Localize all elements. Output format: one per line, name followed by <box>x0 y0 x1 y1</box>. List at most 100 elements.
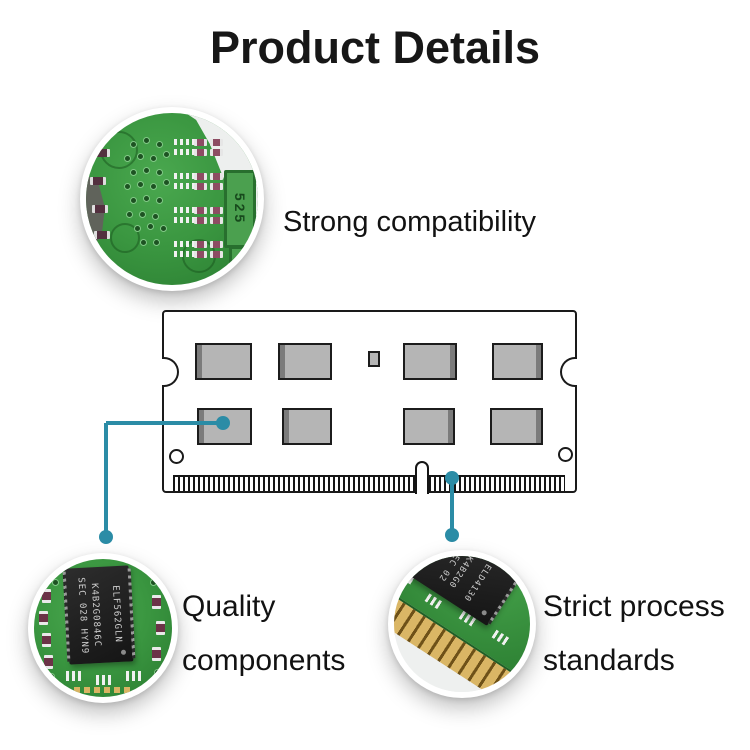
closeup-pcb-components: 525 <box>80 107 264 291</box>
label-line: components <box>182 644 346 677</box>
pcb-via <box>154 669 161 676</box>
pcb-via <box>156 169 163 176</box>
smd-component <box>152 595 161 609</box>
memory-chip <box>492 343 543 380</box>
feature-label-strict-process: Strict process standards <box>543 580 725 688</box>
smd-component <box>156 621 165 635</box>
smd-resistor-array <box>174 241 198 247</box>
pcb-via <box>143 137 150 144</box>
pcb-photo: 525 <box>86 113 258 285</box>
smd-component <box>194 241 207 248</box>
smd-resistor-array <box>174 173 198 179</box>
tilted-board: ELD4130 K4B2G0 SEC 02 <box>394 556 530 692</box>
smd-component <box>194 183 207 190</box>
pcb-via <box>140 239 147 246</box>
callout-connector-line <box>450 477 454 533</box>
memory-chip <box>403 408 455 445</box>
pcb-edge-bump <box>229 246 255 267</box>
pcb-via <box>124 155 131 162</box>
smd-resistor-array <box>174 183 198 189</box>
smd-component <box>194 149 207 156</box>
smd-component <box>210 207 223 214</box>
page-title: Product Details <box>209 22 541 73</box>
memory-chip-photo: ELF562GLN K4B2G0846C SEC 028 HYN9 <box>62 565 136 665</box>
label-line: Strict process <box>543 590 725 623</box>
pcb-via <box>163 151 170 158</box>
smd-component <box>210 173 223 180</box>
pcb-via <box>130 169 137 176</box>
smd-component <box>194 251 207 258</box>
mounting-hole-left <box>169 449 184 464</box>
smd-component <box>210 241 223 248</box>
pcb-via <box>143 195 150 202</box>
pcb-via <box>143 167 150 174</box>
smd-resistor-array <box>174 149 198 155</box>
callout-connector-line <box>104 423 108 537</box>
smd-resistor-array <box>66 671 82 681</box>
feature-label-strong-compatibility: Strong compatibility <box>283 202 536 242</box>
pcb-via <box>130 197 137 204</box>
smd-component <box>194 207 207 214</box>
pcb-via <box>152 213 159 220</box>
chip-pin1-dot <box>480 609 488 617</box>
edge-connector-contacts-left <box>173 475 417 491</box>
smd-component <box>152 647 161 661</box>
label-line: Strong compatibility <box>283 206 537 238</box>
memory-chip <box>490 408 543 445</box>
smd-resistor-array <box>174 207 198 213</box>
pcb-edge-tab: 525 <box>224 170 256 248</box>
chip-pins <box>127 568 136 659</box>
pcb-via <box>137 181 144 188</box>
smd-component <box>210 251 223 258</box>
closeup-gold-fingers: ELD4130 K4B2G0 SEC 02 <box>388 550 536 698</box>
memory-chip <box>195 343 252 380</box>
memory-chip <box>282 408 332 445</box>
pcb-photo: ELD4130 K4B2G0 SEC 02 <box>394 556 530 692</box>
memory-chip <box>403 343 457 380</box>
smd-resistor-array <box>174 251 198 257</box>
feature-label-quality-components: Quality components <box>182 580 345 688</box>
pcb-via <box>163 179 170 186</box>
edge-connector-contacts-right <box>429 475 565 491</box>
label-line: standards <box>543 644 675 677</box>
pcb-via <box>134 225 141 232</box>
connector-key-notch <box>415 461 429 494</box>
pcb-via <box>156 141 163 148</box>
callout-connector-line <box>106 421 224 425</box>
right-side-notch <box>560 357 577 387</box>
smd-component <box>210 217 223 224</box>
smd-component <box>94 231 110 239</box>
pcb-via <box>150 183 157 190</box>
pcb-via <box>124 183 131 190</box>
smd-component <box>92 205 108 213</box>
pcb-via <box>139 211 146 218</box>
left-side-notch <box>162 357 179 387</box>
chip-marking: ELF562GLN <box>109 584 123 644</box>
mounting-hole-right <box>558 447 573 462</box>
callout-dot <box>216 416 230 430</box>
smd-resistor-array <box>174 139 198 145</box>
small-component <box>368 351 380 367</box>
label-line: Quality <box>182 590 276 623</box>
callout-dot <box>445 528 459 542</box>
chip-pin1-dot <box>120 649 127 655</box>
smd-component <box>194 173 207 180</box>
memory-chip <box>278 343 332 380</box>
pcb-via <box>147 223 154 230</box>
smd-component <box>90 177 106 185</box>
ram-module-diagram <box>162 310 577 494</box>
pcb-trace-ring <box>110 223 140 253</box>
pcb-via <box>156 197 163 204</box>
pcb-via <box>52 579 59 586</box>
callout-dot <box>445 471 459 485</box>
chip-marking-text: ELF562GLN K4B2G0846C SEC 028 HYN9 <box>73 568 125 662</box>
smd-component <box>94 149 110 157</box>
smd-component <box>210 183 223 190</box>
pcb-via <box>137 153 144 160</box>
chip-pins <box>62 571 71 662</box>
pcb-via <box>160 225 167 232</box>
callout-dot <box>99 530 113 544</box>
smd-component <box>210 139 223 146</box>
pcb-via <box>130 141 137 148</box>
